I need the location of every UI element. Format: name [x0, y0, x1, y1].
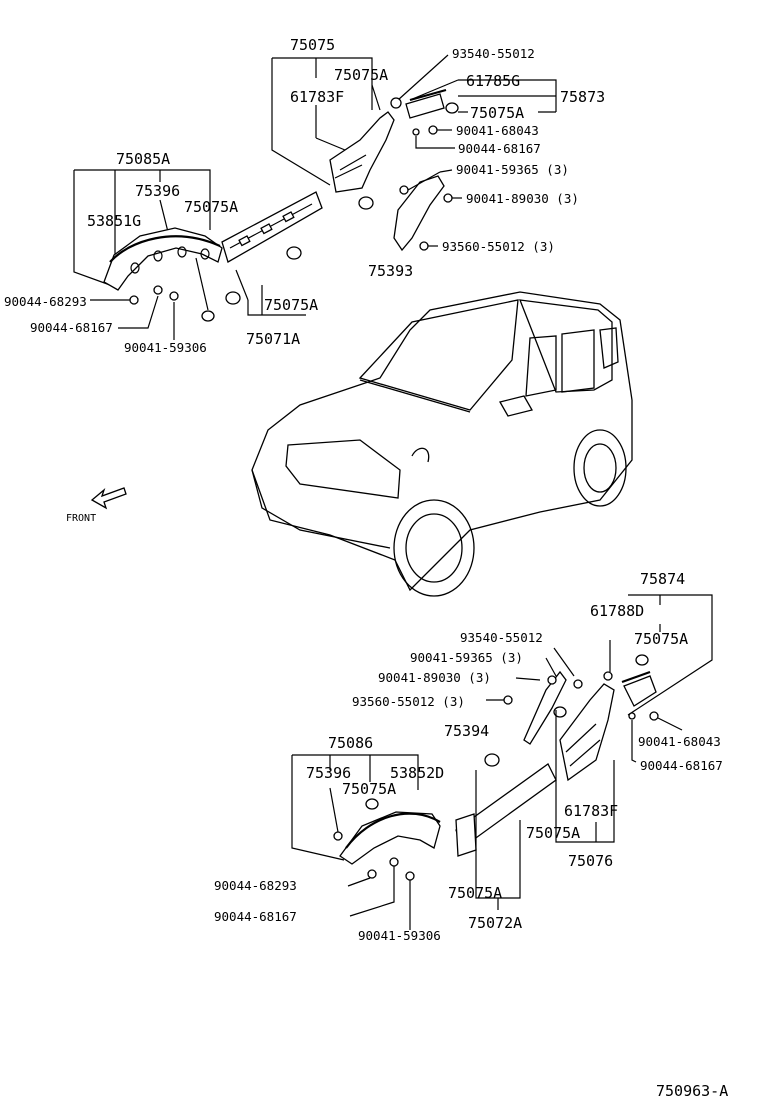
front-label: FRONT [66, 513, 96, 524]
callout-93560-55012: 93560-55012 (3) [442, 239, 555, 254]
callout-75072A: 75072A [468, 914, 522, 932]
callout-75874: 75874 [640, 570, 685, 588]
bottom-right-group [455, 594, 713, 910]
callout-90041-68043: 90041-68043 [638, 734, 721, 749]
callout-75396: 75396 [135, 182, 180, 200]
callout-labels: 75075 75075A 61783F 75085A 75396 53851G … [4, 36, 728, 1100]
callout-75075: 75075 [290, 36, 335, 54]
callout-90041-89030: 90041-89030 (3) [466, 191, 579, 206]
callout-75075A: 75075A [470, 104, 524, 122]
callout-90044-68293: 90044-68293 [4, 294, 87, 309]
top-right-group [390, 54, 557, 252]
callout-75075A: 75075A [634, 630, 688, 648]
callout-75396: 75396 [306, 764, 351, 782]
front-arrow [90, 487, 127, 510]
callout-75075A: 75075A [526, 824, 580, 842]
callout-90044-68167: 90044-68167 [640, 758, 723, 773]
vehicle-illustration [251, 291, 633, 597]
callout-90044-68167: 90044-68167 [214, 909, 297, 924]
callout-90041-89030: 90041-89030 (3) [378, 670, 491, 685]
bottom-left-group [291, 754, 441, 930]
callout-93540-55012: 93540-55012 [452, 46, 535, 61]
callout-61788D: 61788D [590, 602, 644, 620]
callout-90041-59365: 90041-59365 (3) [456, 162, 569, 177]
callout-75394: 75394 [444, 722, 489, 740]
callout-75075A: 75075A [334, 66, 388, 84]
callout-75075A: 75075A [448, 884, 502, 902]
callout-90041-59306: 90041-59306 [124, 340, 207, 355]
callout-61785G: 61785G [466, 72, 520, 90]
callout-75071A: 75071A [246, 330, 300, 348]
callout-90041-59306: 90041-59306 [358, 928, 441, 943]
callout-75873: 75873 [560, 88, 605, 106]
callout-90044-68167: 90044-68167 [30, 320, 113, 335]
callout-75393: 75393 [368, 262, 413, 280]
callout-75076: 75076 [568, 852, 613, 870]
callout-75075A: 75075A [184, 198, 238, 216]
callout-75075A: 75075A [264, 296, 318, 314]
callout-53852D: 53852D [390, 764, 444, 782]
callout-93560-55012: 93560-55012 (3) [352, 694, 465, 709]
callout-75086: 75086 [328, 734, 373, 752]
callout-90044-68293: 90044-68293 [214, 878, 297, 893]
callout-90041-59365: 90041-59365 (3) [410, 650, 523, 665]
callout-75085A: 75085A [116, 150, 170, 168]
callout-61783F: 61783F [290, 88, 344, 106]
callout-53851G: 53851G [87, 212, 141, 230]
top-left-group [73, 57, 395, 340]
callout-90044-68167: 90044-68167 [458, 141, 541, 156]
callout-61783F: 61783F [564, 802, 618, 820]
callout-75075A: 75075A [342, 780, 396, 798]
callout-90041-68043: 90041-68043 [456, 123, 539, 138]
figure-id: 750963-A [656, 1082, 728, 1100]
callout-93540-55012: 93540-55012 [460, 630, 543, 645]
